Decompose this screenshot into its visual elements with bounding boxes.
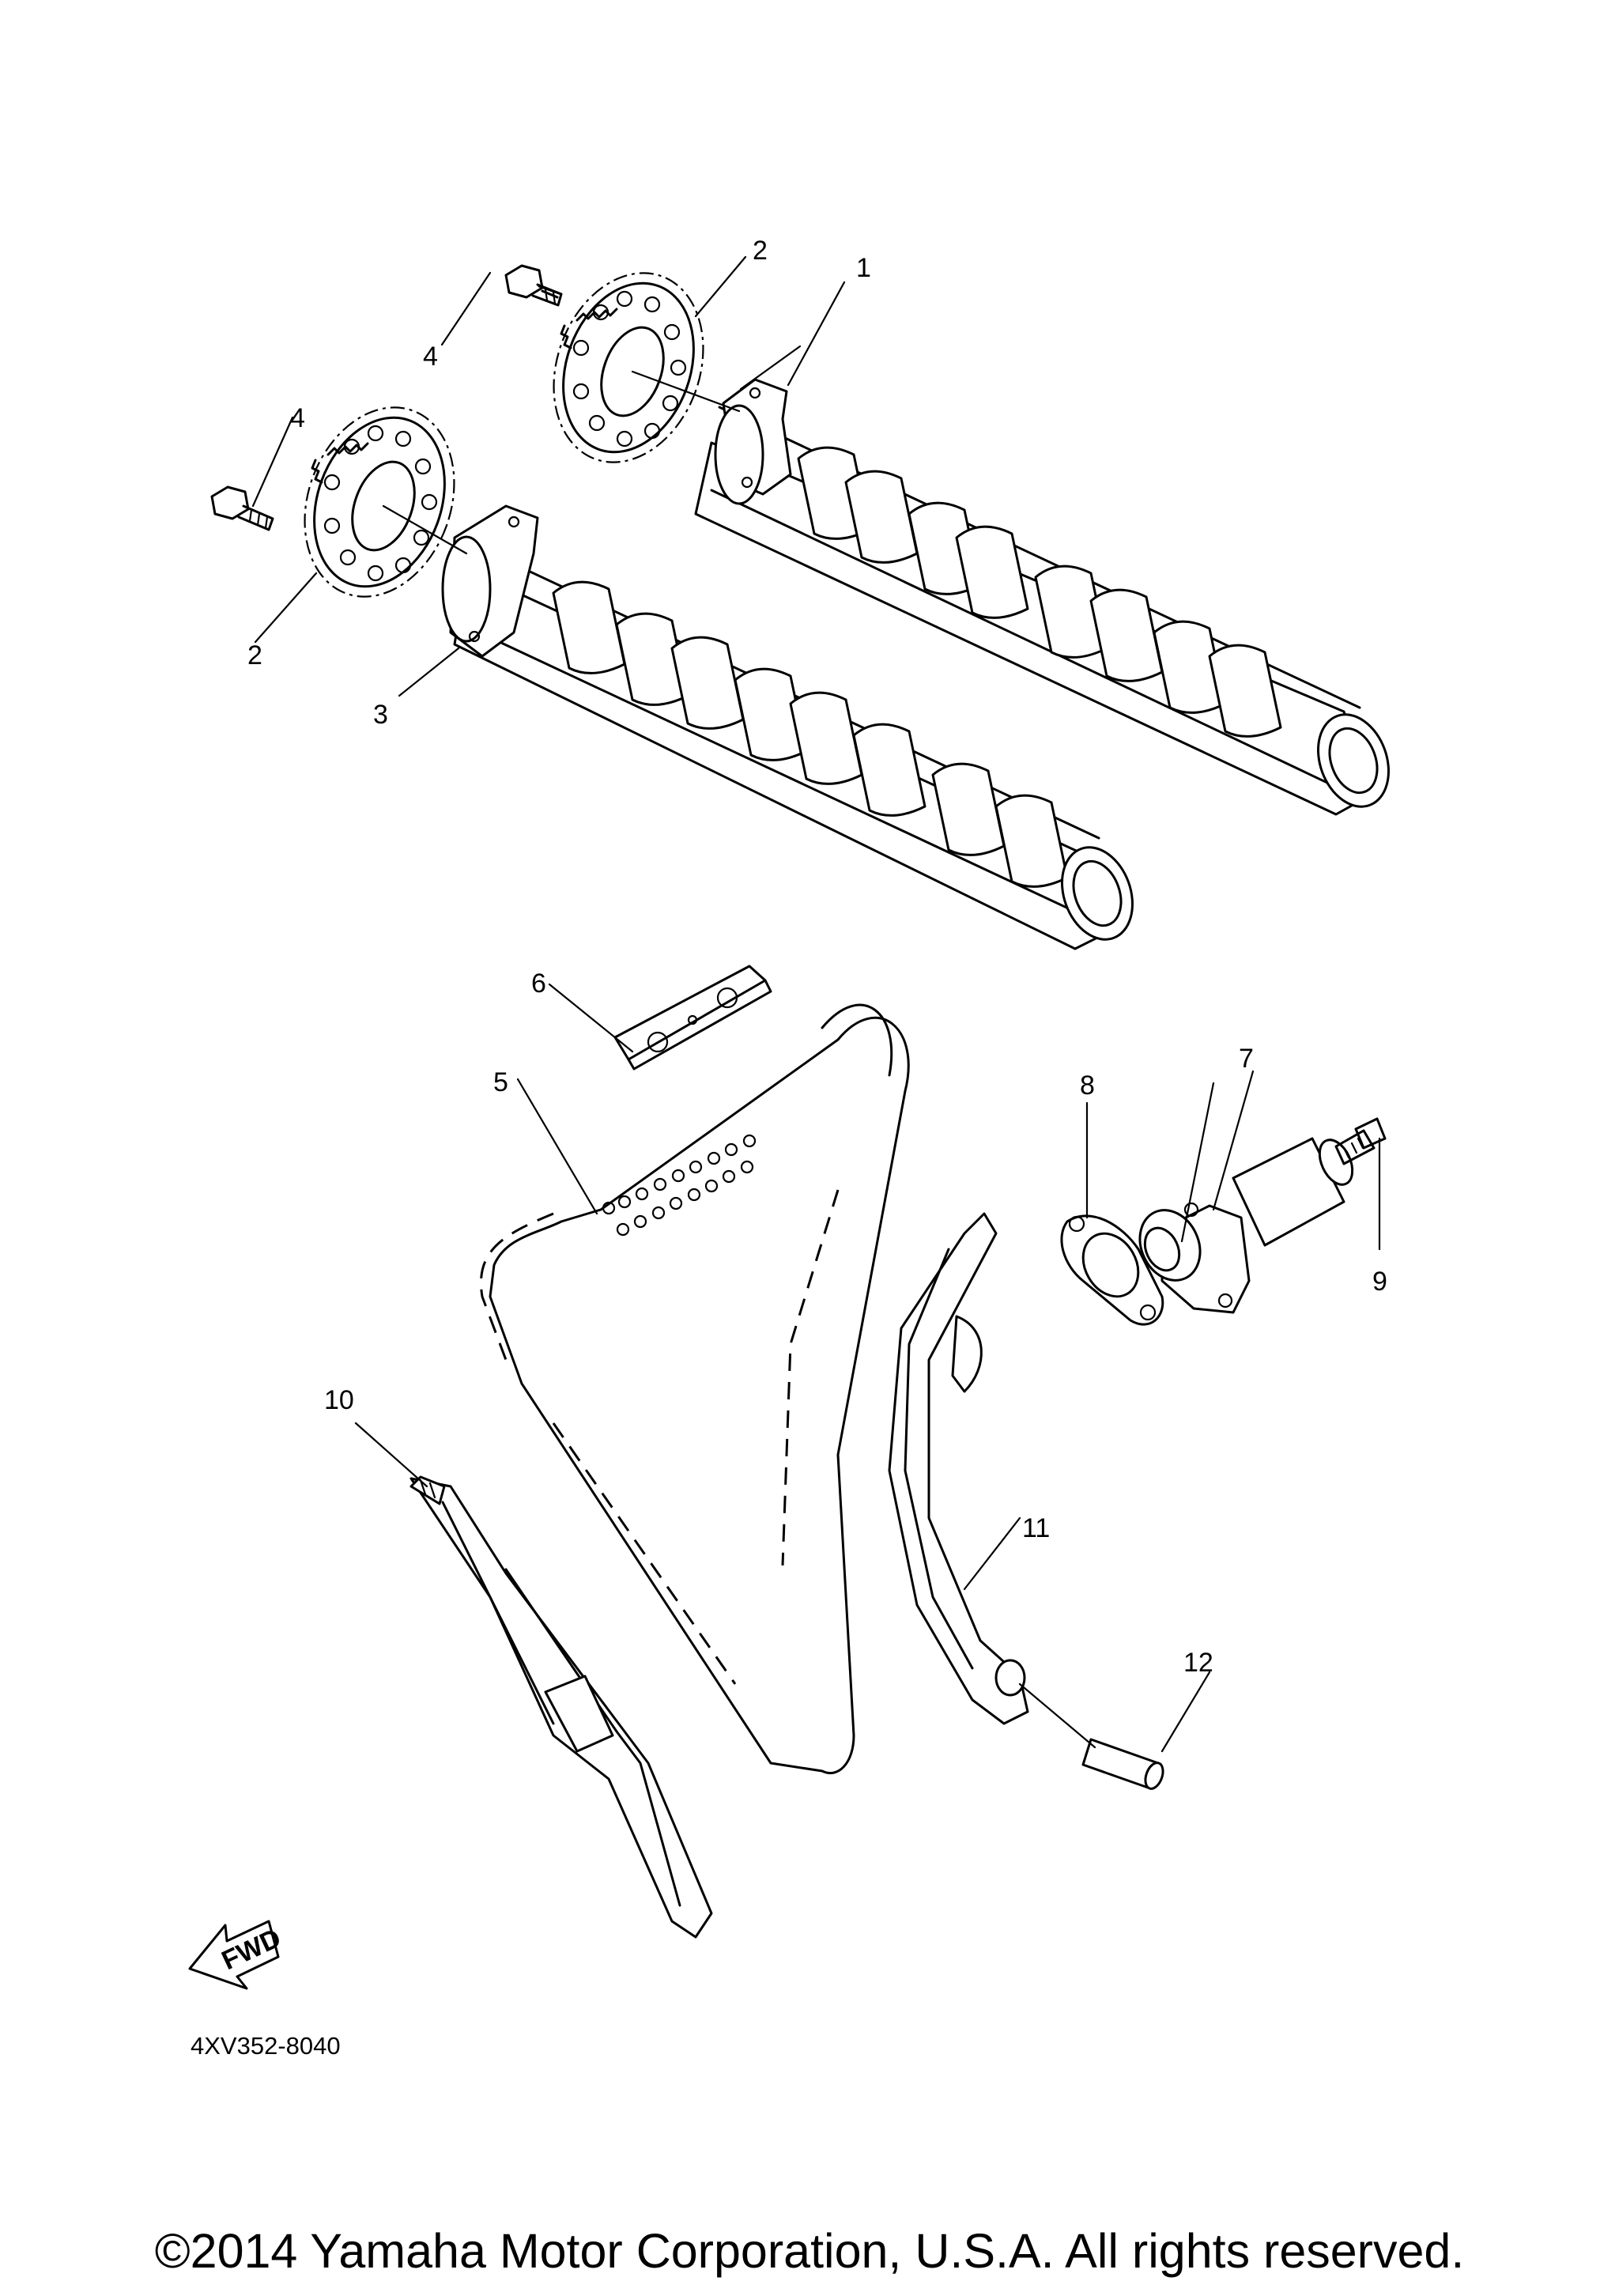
- callout-part-6: 6: [531, 969, 546, 999]
- tensioner-bolt: [1334, 1117, 1387, 1165]
- callout-part-2-upper: 2: [753, 236, 768, 266]
- callout-part-3: 3: [373, 700, 388, 730]
- cam-sprocket-upper: [553, 272, 704, 463]
- callout-part-7: 7: [1239, 1044, 1254, 1074]
- chain-guide-exhaust: [888, 1212, 1029, 1725]
- callout-part-5: 5: [493, 1067, 508, 1097]
- callout-part-9: 9: [1372, 1267, 1387, 1297]
- bolt-upper: [504, 264, 563, 307]
- camshaft-lower: [441, 504, 1134, 950]
- chain-guide-intake: [409, 1475, 713, 1939]
- leader-lines: [251, 255, 1381, 1753]
- bolt-lower: [210, 485, 274, 531]
- cam-chain: [480, 1003, 910, 1775]
- guide-pin: [1018, 1682, 1164, 1790]
- callout-part-1: 1: [856, 253, 871, 283]
- callout-part-8: 8: [1080, 1071, 1095, 1101]
- chain-guide-top: [613, 965, 772, 1071]
- diagram-code: 4XV352-8040: [191, 2032, 341, 2060]
- fwd-arrow-icon: FWD: [188, 1920, 285, 1990]
- callout-part-4-lower: 4: [290, 403, 305, 433]
- copyright-footer: ©2014 Yamaha Motor Corporation, U.S.A. A…: [154, 2224, 1465, 2278]
- callout-part-11: 11: [1022, 1513, 1050, 1543]
- chain-tensioner: [1138, 1137, 1354, 1314]
- callout-part-2-lower: 2: [247, 640, 262, 670]
- camshaft-upper: [694, 378, 1390, 816]
- tensioner-gasket: [1060, 1214, 1164, 1326]
- callout-part-12: 12: [1183, 1648, 1213, 1678]
- callout-part-4-upper: 4: [423, 342, 438, 372]
- callout-part-10: 10: [324, 1385, 354, 1415]
